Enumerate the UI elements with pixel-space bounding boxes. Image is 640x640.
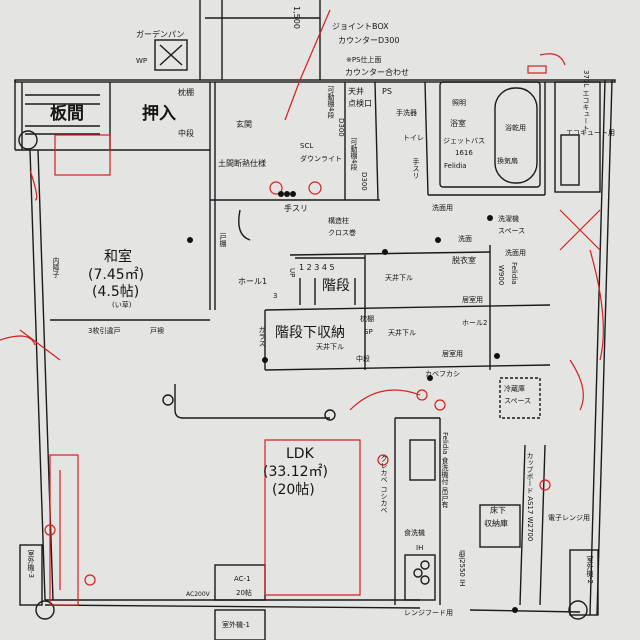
garden-pan-label: ガーデンパン (136, 30, 185, 39)
room-genkan: 玄関 (236, 120, 252, 129)
structural-column-label: 構造柱 (328, 217, 349, 225)
ps-label: PS (382, 87, 392, 96)
washbasin-label: 洗面 (458, 235, 472, 243)
shelf-label-2: 可動棚4段 (350, 138, 358, 171)
dimension-label: 1,500 (292, 6, 301, 29)
chudan-label-2: 中段 (356, 355, 370, 363)
waist-wall-label: クレカベ コシカベ (380, 455, 388, 514)
jet-bath-label: ジェットバス (443, 137, 485, 145)
room-itama: 板間 (50, 104, 84, 124)
washbasin-outlet-label: 洗面用 (432, 204, 453, 212)
lighting-label: 照明 (452, 99, 466, 107)
room-hall-1: ホール1 (238, 277, 268, 286)
stair-steps: 1 2 3 4 5 (299, 263, 335, 272)
ceiling-inspection-1: 天井 (348, 87, 364, 96)
washer-space-2: スペース (498, 227, 526, 235)
downlight-label: ダウンライト (300, 155, 342, 163)
ih-label: IH (416, 544, 424, 552)
sliding-doors-label: 3枚引違戸 (88, 327, 121, 335)
fusuma-door-label: 戸襖 (150, 327, 164, 335)
room-washitsu: 和室 (104, 249, 132, 265)
underfloor-storage-1: 床下 (490, 506, 506, 515)
joint-box-label: ジョイントBOX (332, 22, 389, 31)
kitchen-type-label: I型2550 IH (458, 550, 466, 587)
red-pen-annotations (0, 9, 604, 606)
step-number-3: 3 (273, 292, 278, 300)
cloth-wrap-label: クロス巻 (328, 229, 356, 237)
dishwasher-label: 食洗機 (404, 529, 425, 537)
fridge-space-2: スペース (504, 397, 532, 405)
counter-label: カウンターD300 (338, 36, 400, 45)
wp-label: WP (136, 57, 148, 65)
bath-dryer-label: 浴乾用 (505, 124, 526, 132)
handrail-label: 手スリ (284, 204, 308, 213)
microwave-outlet-label: 電子レンジ用 (548, 514, 590, 522)
ceiling-drop-2: 天井下ル (388, 329, 416, 337)
stair-up-label: UP (288, 268, 296, 278)
ecocute-tank-label: 370L エコキュート (582, 70, 590, 132)
doma-label: 土間断熱仕様 (218, 159, 266, 168)
ceiling-drop-1: 天井下ル (385, 274, 413, 282)
washer-space-1: 洗濯機 (498, 215, 519, 223)
cupboard-label: 戸棚 (219, 233, 227, 247)
fridge-space-1: 冷蔵庫 (504, 385, 525, 393)
scl-label: SCL (300, 142, 314, 150)
walls (14, 0, 616, 640)
ps-note-2: カウンター合わせ (345, 68, 409, 77)
room-ldk: LDK (286, 446, 314, 462)
room-outlet-label-2: 居室用 (442, 350, 463, 358)
glass-label: ガラス (258, 326, 266, 347)
igusa-label: (い草) (112, 301, 132, 309)
ldk-area: (33.12㎡) (263, 464, 329, 480)
sp-label: SP (364, 328, 373, 336)
ac200v-label: AC200V (186, 591, 210, 598)
understair-storage: 階段下収納 (275, 325, 345, 341)
range-hood-outlet-label: レンジフード用 (404, 609, 453, 617)
room-stairs: 階段 (322, 278, 350, 294)
bath-brand-label: Felidia (444, 162, 467, 170)
shelf-label-1: 可動棚4段 (327, 86, 335, 119)
room-toilet: トイレ (403, 134, 424, 142)
bath-size-label: 1616 (455, 149, 473, 157)
makuradana-label-2: 枕棚 (360, 315, 374, 323)
inner-shoji-label: 内障子 (52, 257, 60, 278)
makuradana-label: 枕棚 (178, 88, 194, 97)
ldk-tatami: (20帖) (272, 482, 315, 498)
underfloor-storage-2: 収納庫 (484, 519, 508, 528)
cupboard-spec-label: カップボード AS17 W2700 (526, 452, 534, 542)
outdoor-unit-2: 室外機-2 (586, 556, 594, 584)
shelf-depth-1: D300 (337, 118, 345, 137)
shelf-depth-2: D300 (360, 172, 368, 191)
handrail-vertical: 手スリ (412, 158, 420, 179)
room-dressing: 脱衣室 (452, 256, 476, 265)
room-outlet-label-1: 居室用 (462, 296, 483, 304)
washitsu-tatami: (4.5帖) (92, 284, 140, 300)
room-oshiire: 押入 (142, 104, 176, 124)
ac-1-label: AC-1 (234, 575, 251, 583)
chudan-label: 中段 (178, 129, 194, 138)
vanity-brand-label: Felidia (510, 262, 518, 285)
ceiling-drop-3: 天井下ル (316, 343, 344, 351)
ventilation-fan-label: 換気扇 (497, 157, 518, 165)
room-hall-2: ホール2 (462, 319, 488, 327)
wall-padding-label: カベフカシ (425, 370, 460, 378)
outdoor-unit-3: 室外機-3 (27, 550, 35, 578)
ps-note-1: ※PS仕上面 (346, 56, 382, 64)
ceiling-inspection-2: 点検口 (348, 99, 372, 108)
outlet-dots (187, 191, 518, 613)
washitsu-area: (7.45㎡) (88, 267, 145, 283)
hand-wash-label: 手洗器 (396, 109, 417, 117)
room-bathroom: 浴室 (450, 119, 466, 128)
kitchen-spec-label: Felidia 食洗機付 吊戸有 (441, 432, 449, 508)
ac-size-label: 20帖 (236, 589, 252, 597)
outdoor-unit-1: 室外機-1 (222, 621, 250, 629)
washbasin-outlet-label-2: 洗面用 (505, 249, 526, 257)
ecocute-outlet-label: エコキュート用 (566, 129, 615, 137)
w900-label: W900 (497, 265, 505, 286)
